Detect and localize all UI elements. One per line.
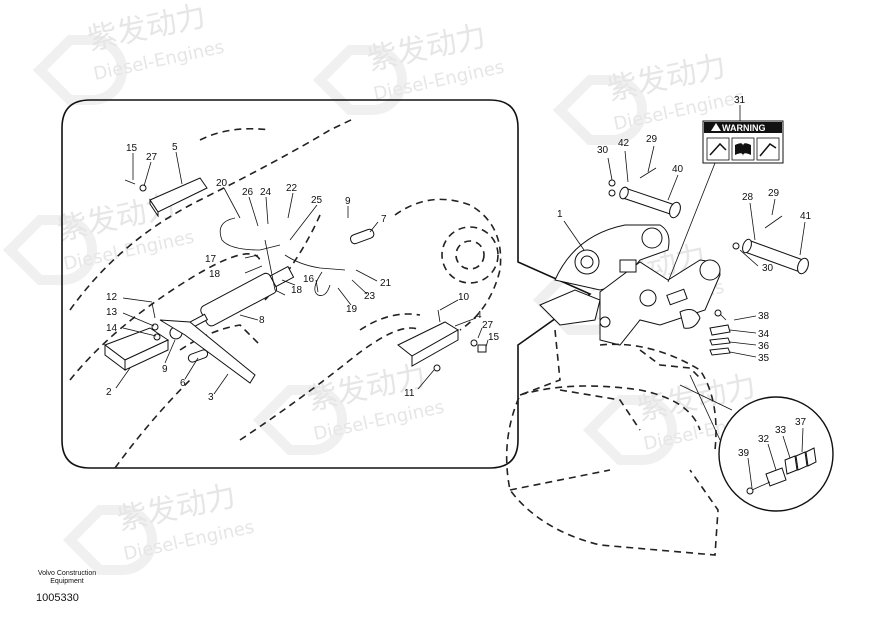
- right-leader-lines: [563, 105, 806, 489]
- company-name: Volvo Construction Equipment: [36, 570, 98, 586]
- bracket-4: [397, 321, 459, 367]
- callout-39: 39: [738, 448, 750, 459]
- company-line-2: Equipment: [50, 578, 84, 585]
- callout-26: 26: [242, 187, 254, 198]
- company-line-1: Volvo Construction: [37, 570, 97, 577]
- callout-27: 27: [146, 152, 158, 163]
- callout-11: 11: [404, 388, 415, 399]
- callout-33: 33: [775, 425, 787, 436]
- quick-coupler-view: [539, 224, 721, 346]
- callout-4: 4: [476, 310, 482, 321]
- callout-15: 15: [126, 143, 138, 154]
- callout-14: 14: [106, 323, 118, 334]
- warning-title: WARNING: [722, 123, 766, 133]
- callout-31: 31: [734, 95, 746, 106]
- callout-35: 35: [758, 353, 770, 364]
- callout-20: 20: [216, 178, 228, 189]
- callout-29b: 29: [768, 188, 780, 199]
- inset-leader-lines: [115, 151, 489, 395]
- callout-6: 6: [180, 378, 186, 389]
- callout-18b: 18: [291, 285, 303, 296]
- callout-1: 1: [557, 209, 563, 220]
- callout-5: 5: [172, 142, 178, 153]
- pin-assembly-40: [608, 167, 681, 219]
- warning-pictogram-bucket-icon: [756, 137, 780, 161]
- callout-15b: 15: [488, 332, 500, 343]
- callout-30: 30: [597, 145, 609, 156]
- lever-arm: [159, 319, 256, 384]
- callout-22: 22: [286, 183, 298, 194]
- callout-42: 42: [618, 138, 630, 149]
- warning-decal: WARNING: [667, 120, 784, 283]
- callout-30b: 30: [762, 263, 774, 274]
- callout-24: 24: [260, 187, 272, 198]
- callout-28: 28: [742, 192, 754, 203]
- detail-inset-frame: [61, 99, 592, 469]
- callout-38: 38: [758, 311, 770, 322]
- callout-29: 29: [646, 134, 658, 145]
- callout-16: 16: [303, 274, 315, 285]
- callout-34: 34: [758, 329, 770, 340]
- bucket-outline: [505, 329, 719, 556]
- callout-8: 8: [259, 315, 265, 326]
- hose-assembly: [219, 217, 346, 296]
- warning-pictogram-manual-icon: [731, 137, 755, 161]
- callout-9: 9: [345, 196, 351, 207]
- callout-27b: 27: [482, 320, 494, 331]
- callout-9b: 9: [162, 364, 168, 375]
- callout-19: 19: [346, 304, 358, 315]
- callout-40: 40: [672, 164, 684, 175]
- callout-17: 17: [205, 254, 217, 265]
- warning-pictogram-hitch-icon: [706, 137, 730, 161]
- callout-23: 23: [364, 291, 376, 302]
- callout-3: 3: [208, 392, 214, 403]
- callout-37: 37: [795, 417, 807, 428]
- callout-41: 41: [800, 211, 812, 222]
- callout-12: 12: [106, 292, 118, 303]
- callout-21: 21: [380, 278, 392, 289]
- cover-plate-5: [149, 177, 208, 218]
- detail-magnifier: [679, 374, 834, 512]
- callout-7: 7: [381, 214, 387, 225]
- callout-32: 32: [758, 434, 770, 445]
- callout-18: 18: [209, 269, 221, 280]
- wear-pads: [709, 309, 731, 356]
- pad-block: [103, 327, 170, 371]
- warning-triangle-icon: [711, 123, 721, 131]
- machine-outline: [69, 117, 502, 469]
- callout-labels: 15 27 5 20 26 24 22 25 9 7 17 18 16 18 2…: [106, 95, 812, 459]
- drawing-number: 1005330: [36, 592, 79, 604]
- pin-assembly-41: [732, 215, 809, 275]
- callout-25: 25: [311, 195, 323, 206]
- callout-10: 10: [458, 292, 470, 303]
- callout-36: 36: [758, 341, 770, 352]
- drawing-footer: Volvo Construction Equipment 1005330: [36, 570, 98, 604]
- callout-2: 2: [106, 387, 112, 398]
- callout-13: 13: [106, 307, 118, 318]
